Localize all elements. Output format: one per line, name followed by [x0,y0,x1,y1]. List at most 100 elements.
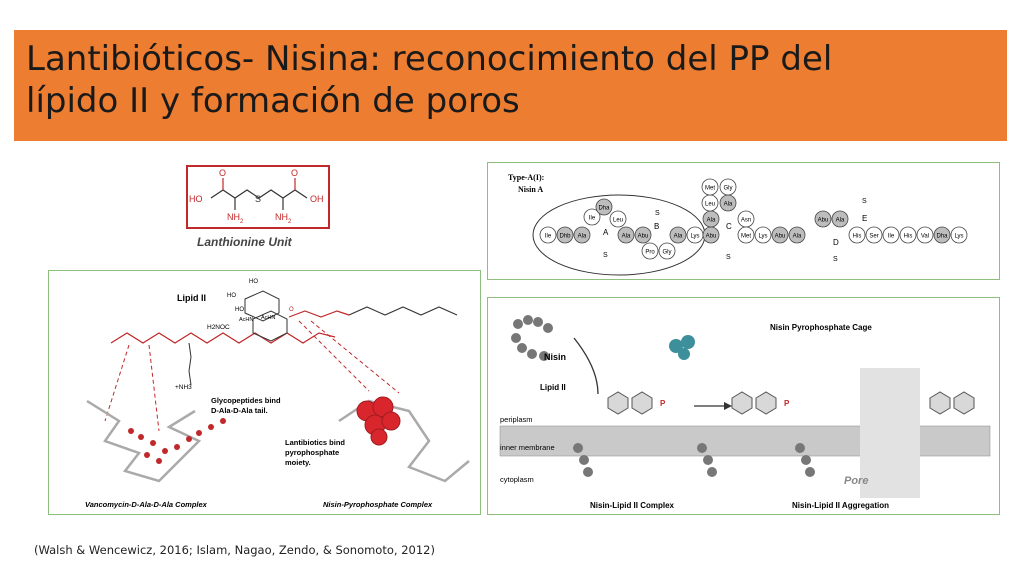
lipid-ii-structure-image: Lipid II +NH3 H2NOC HO HO HO AcHN AcHN O [85,279,470,509]
residue-label: Dha [598,206,610,212]
lipid-ii-label: Lipid II [177,293,206,303]
residue-circle [701,178,719,196]
lanti-text-3: moiety. [285,458,311,467]
atom-achn-1: AcHN [239,317,253,323]
residue-label: Ala [793,234,802,240]
nisin-mechanism-figure: Nisin Lipid II P P Nisin Pyrophosphate C… [487,297,1000,515]
residue-circle [573,226,591,244]
lanti-text-2: pyrophosphate [285,448,339,457]
ring-c: C [726,222,732,231]
lanthionine-structure-image: HO OH O O S NH2 NH2 Lanthionine Unit [186,165,330,249]
lipid-ii-label-2: Lipid II [540,383,566,392]
residue-circle [933,226,951,244]
caption-complex: Nisin-Lipid II Complex [590,501,675,510]
nisin-mechanism-image: Nisin Lipid II P P Nisin Pyrophosphate C… [499,315,991,510]
lanthionine-figure: HO OH O O S NH2 NH2 Lanthionine Unit [183,162,333,252]
residue-label: Abu [706,234,717,240]
s-label-3: S [726,254,731,261]
caption-nisin-pp: Nisin-Pyrophosphate Complex [323,500,433,509]
p-label-1: P [660,399,666,408]
residue-label: Val [921,234,929,240]
residue-label: Dha [936,234,948,240]
residue-circle [556,226,574,244]
residue-circle [658,242,676,260]
residue-label: Abu [775,234,786,240]
atom-o-1: O [219,168,226,178]
caption-vancomycin: Vancomycin-D-Ala-D-Ala Complex [85,500,208,509]
residue-label: Ile [888,234,895,240]
residue-circle [609,210,627,228]
s-label-2: S [603,252,608,259]
title-banner: Lantibióticos- Nisina: reconocimiento de… [14,30,1007,141]
residue-label: Abu [638,234,649,240]
s-label-1: S [655,210,660,217]
residue-circle [719,194,737,212]
residue-label: Met [741,234,751,240]
atom-h2noc: H2NOC [207,324,230,331]
inner-membrane-label: inner membrane [500,443,555,452]
atom-ho-1: HO [249,279,258,285]
ring-e: E [862,214,867,223]
title-line-2: lípido II y formación de poros [26,81,520,121]
atom-o-2: O [291,168,298,178]
atom-nh2-1: NH2 [227,212,244,225]
nisin-label: Nisin [544,352,566,362]
residue-circle [641,242,659,260]
atom-ho-2: HO [227,293,236,299]
atom-nh2-2: NH2 [275,212,292,225]
atom-nh3: +NH3 [175,384,192,391]
residue-label: Lys [758,234,767,240]
residue-circle [950,226,968,244]
residue-label: Ala [724,202,733,208]
type-label: Type-A(I): [508,173,544,182]
ring-a: A [603,228,609,237]
residue-label: Leu [613,218,623,224]
residue-circle [539,226,557,244]
residue-circle [848,226,866,244]
p-label-2: P [784,399,790,408]
residue-label: Lys [690,234,699,240]
atom-ho-3: HO [235,307,244,313]
residue-label: Gly [724,186,733,192]
glyco-text-1: Glycopeptides bind [211,396,281,405]
nisin-sequence-figure: Type-A(I): Nisin A A B C D E S S S S S I… [487,162,1000,280]
residue-circle [595,198,613,216]
periplasm-label: periplasm [500,415,533,424]
residue-circle [737,226,755,244]
s-label-4: S [833,256,838,263]
atom-s: S [255,194,261,204]
residue-label: Ala [674,234,683,240]
residue-label: Ala [836,218,845,224]
residue-label: His [904,234,913,240]
residue-label: Leu [705,202,715,208]
residue-circle [634,226,652,244]
lanti-text-1: Lantibiotics bind [285,438,345,447]
nisin-a-label: Nisin A [518,185,543,194]
residue-circle [617,226,635,244]
residue-circle [882,226,900,244]
residue-label: Pro [645,250,655,256]
residue-circle [916,226,934,244]
cytoplasm-label: cytoplasm [500,475,534,484]
residue-circle [831,210,849,228]
residue-label: Ala [707,218,716,224]
residue-circle [669,226,687,244]
residue-label: Gly [663,250,672,256]
residue-label: His [853,234,862,240]
residue-label: Ser [869,234,878,240]
lanthionine-caption: Lanthionine Unit [197,235,293,249]
pore-label: Pore [844,475,868,487]
atom-achn-2: AcHN [261,315,275,321]
residue-circle [754,226,772,244]
residue-label: Asn [741,218,751,224]
residue-label: Ala [622,234,631,240]
residue-circle [814,210,832,228]
ring-b: B [654,222,659,231]
residue-circle [788,226,806,244]
residue-label: Lys [954,234,963,240]
residue-label: Ile [545,234,552,240]
cage-label: Nisin Pyrophosphate Cage [770,323,872,332]
title-line-1: Lantibióticos- Nisina: reconocimiento de… [26,39,833,79]
residue-circle [771,226,789,244]
